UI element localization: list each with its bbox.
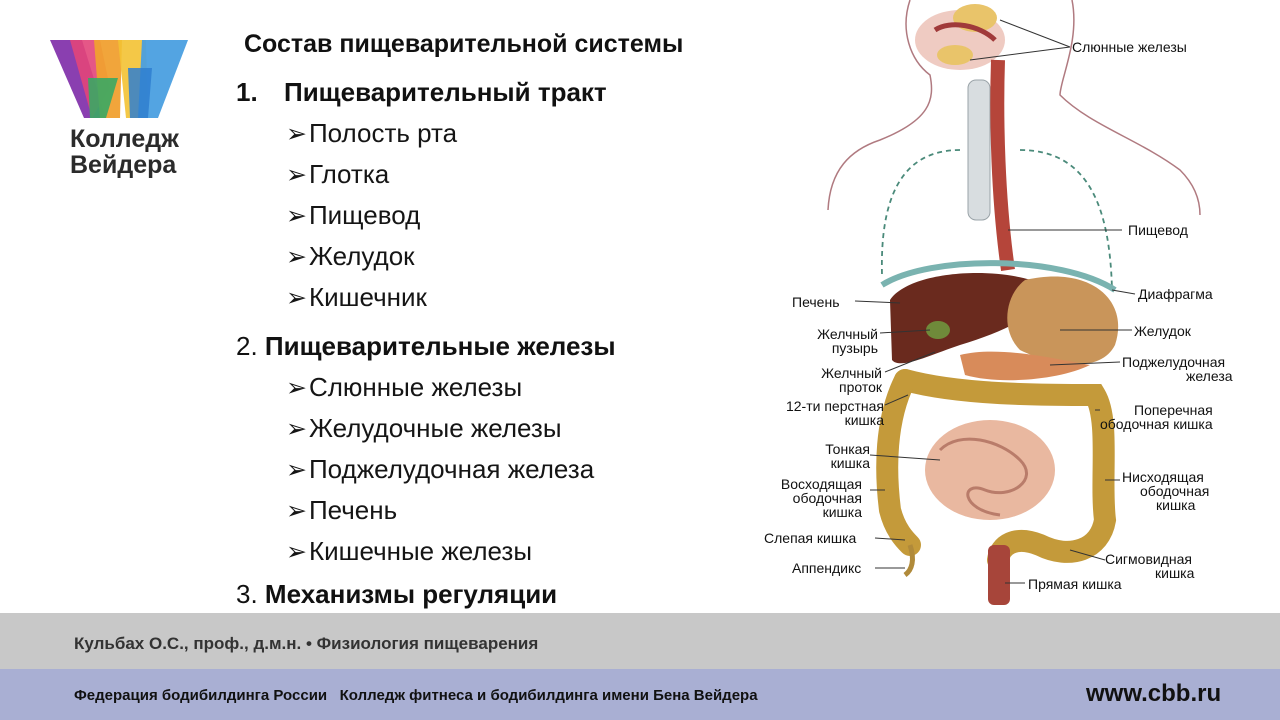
label-cecum: Слепая кишка — [764, 530, 857, 546]
label-ascending-line1: Восходящая — [780, 476, 862, 492]
list-item-label: Полость рта — [308, 118, 458, 148]
label-small-line1: Тонкая — [825, 441, 870, 457]
label-transverse-colon: Поперечная ободочная кишка — [1100, 403, 1213, 431]
logo-w-mark — [50, 40, 188, 118]
label-small-intestine: Тонкая кишка — [790, 442, 870, 470]
label-pancreas-line2: железа — [1186, 368, 1233, 384]
arrow-bullet-icon: ➢ — [286, 415, 307, 443]
footer-author: Кульбах О.С., проф., д.м.н. • Физиология… — [74, 634, 539, 653]
label-rectum: Прямая кишка — [1028, 576, 1122, 592]
section-1-heading: 1. Пищеварительный тракт — [236, 77, 607, 108]
slide-title: Состав пищеварительной системы — [244, 30, 684, 58]
label-sigmoid-colon: Сигмовидная кишка — [1105, 552, 1194, 580]
label-duodenum: 12-ти перстная кишка — [764, 399, 884, 427]
arrow-bullet-icon: ➢ — [286, 497, 307, 525]
list-item: ➢Желудок — [286, 241, 415, 272]
label-small-line2: кишка — [830, 455, 870, 471]
section-3-heading: 3. Механизмы регуляции — [236, 579, 557, 610]
list-item-label: Кишечные железы — [308, 536, 533, 566]
logo-text: Колледж Вейдера — [70, 126, 179, 178]
label-pancreas-line1: Поджелудочная — [1122, 354, 1226, 370]
label-sigmoid-line1: Сигмовидная — [1105, 551, 1192, 567]
list-item: ➢Слюнные железы — [286, 372, 522, 403]
label-diaphragm: Диафрагма — [1138, 286, 1213, 302]
label-appendix: Аппендикс — [792, 560, 862, 576]
footer-author-bar: Кульбах О.С., проф., д.м.н. • Физиология… — [0, 613, 1280, 669]
list-item-label: Кишечник — [308, 282, 427, 312]
list-item: ➢Кишечные железы — [286, 536, 532, 567]
list-item: ➢Печень — [286, 495, 397, 526]
label-pancreas: Поджелудочная железа — [1122, 355, 1233, 383]
section-1-number: 1. — [236, 77, 258, 107]
list-item: ➢Глотка — [286, 159, 389, 190]
label-transverse-line2: ободочная кишка — [1100, 416, 1213, 432]
digestive-system-illustration: Слюнные железы Пищевод Диафрагма Желудок… — [760, 0, 1280, 612]
label-descending-line3: кишка — [1156, 497, 1196, 513]
logo-line2: Вейдера — [70, 151, 177, 179]
label-ascending-line3: кишка — [822, 504, 862, 520]
arrow-bullet-icon: ➢ — [286, 374, 307, 402]
label-salivary-glands: Слюнные железы — [1072, 39, 1187, 55]
label-sigmoid-line2: кишка — [1155, 565, 1195, 581]
label-transverse-line1: Поперечная — [1134, 402, 1213, 418]
footer-org-bar: Федерация бодибилдинга России Колледж фи… — [0, 669, 1280, 720]
label-descending-colon: Нисходящая ободочная кишка — [1122, 470, 1209, 512]
list-item: ➢Поджелудочная железа — [286, 454, 594, 485]
section-2-number: 2. — [236, 331, 258, 361]
college-logo: Колледж Вейдера — [48, 38, 198, 188]
list-item: ➢Кишечник — [286, 282, 427, 313]
arrow-bullet-icon: ➢ — [286, 284, 307, 312]
arrow-bullet-icon: ➢ — [286, 243, 307, 271]
label-ascending-colon: Восходящая ободочная кишка — [766, 477, 862, 519]
section-3-number: 3. — [236, 579, 258, 609]
label-duodenum-line2: кишка — [844, 412, 884, 428]
label-descending-line2: ободочная — [1140, 483, 1210, 499]
label-gallbladder: Желчный пузырь — [804, 327, 878, 355]
label-gallbladder-line2: пузырь — [831, 340, 878, 356]
footer-url: www.cbb.ru — [1086, 680, 1222, 707]
section-3-title: Механизмы регуляции — [264, 579, 558, 609]
list-item-label: Поджелудочная железа — [308, 454, 595, 484]
arrow-bullet-icon: ➢ — [286, 202, 307, 230]
list-item: ➢Полость рта — [286, 118, 457, 149]
list-item: ➢Пищевод — [286, 200, 420, 231]
list-item-label: Глотка — [308, 159, 390, 189]
label-esophagus: Пищевод — [1128, 222, 1188, 238]
arrow-bullet-icon: ➢ — [286, 456, 307, 484]
list-item-label: Желудок — [308, 241, 415, 271]
label-bileduct-line1: Желчный — [821, 365, 882, 381]
arrow-bullet-icon: ➢ — [286, 120, 307, 148]
list-item-label: Печень — [308, 495, 398, 525]
label-descending-line1: Нисходящая — [1122, 469, 1204, 485]
arrow-bullet-icon: ➢ — [286, 161, 307, 189]
label-stomach: Желудок — [1134, 323, 1191, 339]
logo-line1: Колледж — [70, 125, 179, 153]
list-item-label: Пищевод — [308, 200, 421, 230]
section-2-title: Пищеварительные железы — [264, 331, 616, 361]
section-2-heading: 2. Пищеварительные железы — [236, 331, 616, 362]
footer-organization: Федерация бодибилдинга России Колледж фи… — [74, 687, 758, 704]
list-item: ➢Желудочные железы — [286, 413, 562, 444]
label-bile-duct: Желчный проток — [804, 366, 882, 394]
label-ascending-line2: ободочная — [792, 490, 862, 506]
label-duodenum-line1: 12-ти перстная — [785, 398, 884, 414]
arrow-bullet-icon: ➢ — [286, 538, 307, 566]
section-1-title: Пищеварительный тракт — [284, 77, 607, 107]
label-gallbladder-line1: Желчный — [817, 326, 878, 342]
label-bileduct-line2: проток — [838, 379, 882, 395]
list-item-label: Желудочные железы — [308, 413, 562, 443]
label-liver: Печень — [792, 294, 840, 310]
list-item-label: Слюнные железы — [308, 372, 523, 402]
anatomy-drawing — [827, 0, 1201, 605]
